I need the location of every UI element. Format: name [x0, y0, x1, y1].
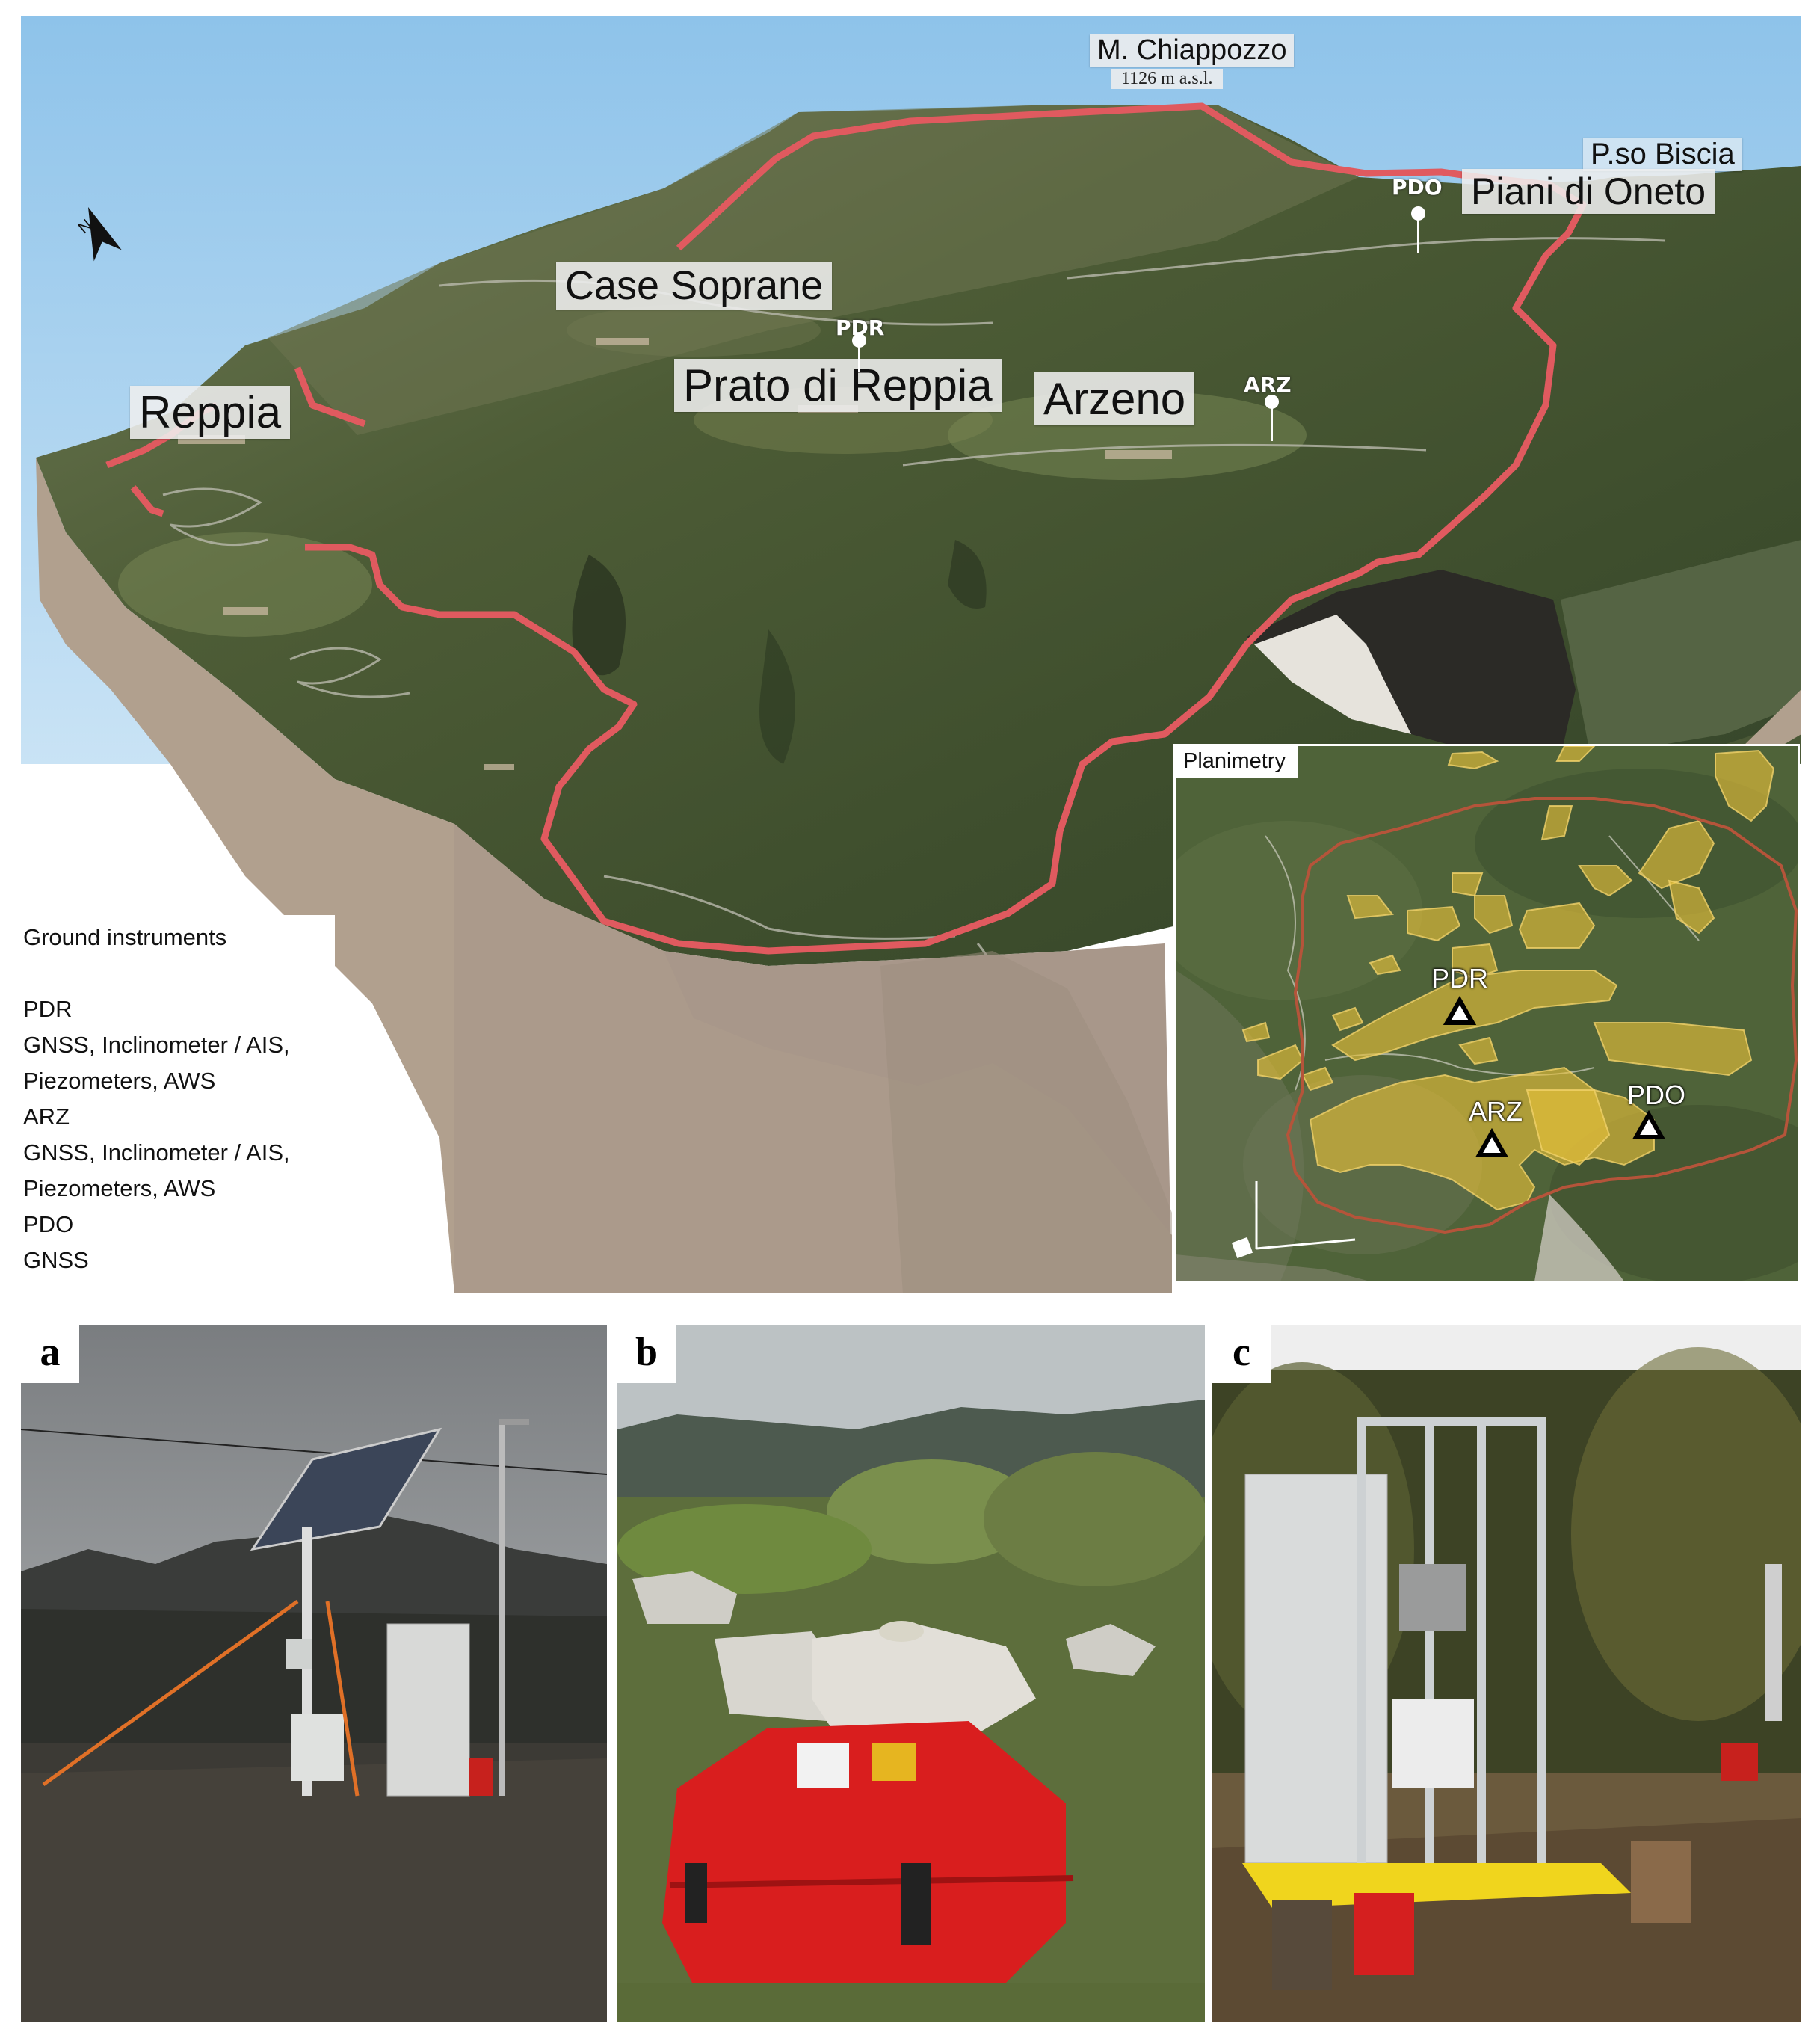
- photo-c-letter: c: [1212, 1325, 1271, 1383]
- photo-b-image: [617, 1325, 1205, 2022]
- photo-a-image: [21, 1325, 607, 2022]
- peak-elevation: 1126 m a.s.l.: [1111, 69, 1224, 89]
- place-prato-di-reppia: Prato di Reppia: [674, 359, 1002, 413]
- north-arrow-icon: [88, 207, 122, 262]
- photo-a-letter: a: [21, 1325, 79, 1383]
- legend-site-pdr: PDR: [23, 996, 73, 1022]
- compass-badge-icon: [1231, 1237, 1253, 1259]
- place-case-soprane: Case Soprane: [556, 262, 833, 310]
- planimetry-boundary: [1286, 797, 1798, 1234]
- station-label-pdr: PDR: [1431, 963, 1489, 994]
- station-pdo-icon: [1632, 1109, 1666, 1139]
- axes-icon: [1255, 1181, 1356, 1250]
- planimetry-map: [1176, 746, 1798, 1281]
- station-arz-icon: [1475, 1127, 1509, 1157]
- terrain-3d-view: N M. Chiappozzo 1126 m a.s.l. P.so Bisci…: [21, 16, 1801, 1293]
- marker-label-pdo: PDO: [1392, 175, 1443, 200]
- marker-pin-pdo-icon: [1411, 206, 1425, 253]
- place-piani-di-oneto: Piani di Oneto: [1462, 169, 1715, 214]
- landslide-areas: [1241, 746, 1775, 1211]
- legend-instruments-pdr-1: GNSS, Inclinometer / AIS,: [23, 1032, 290, 1058]
- legend-instruments-pdo-1: GNSS: [23, 1247, 89, 1273]
- station-label-pdo: PDO: [1627, 1080, 1686, 1110]
- legend-site-pdo: PDO: [23, 1211, 74, 1237]
- legend-title: Ground instruments: [23, 924, 227, 950]
- station-pdr-icon: [1443, 995, 1477, 1025]
- marker-pin-arz-icon: [1265, 395, 1279, 441]
- photo-c-station-pdo: c: [1212, 1325, 1801, 2022]
- ground-instruments-legend: Ground instruments PDR GNSS, Inclinomete…: [21, 915, 335, 1293]
- planimetry-title: Planimetry: [1176, 746, 1298, 778]
- cross-section-left: [36, 458, 462, 1293]
- quarry: [1247, 570, 1576, 757]
- legend-instruments-arz-1: GNSS, Inclinometer / AIS,: [23, 1139, 290, 1166]
- quarry-white: [1254, 615, 1411, 734]
- legend-instruments-pdr-2: Piezometers, AWS: [23, 1068, 216, 1094]
- photo-c-image: [1212, 1325, 1801, 2022]
- place-passo-biscia: P.so Biscia: [1583, 138, 1742, 171]
- photo-b-letter: b: [617, 1325, 676, 1383]
- marker-pin-pdr-icon: [852, 333, 866, 372]
- planimetry-inset: Planimetry PDR ARZ PDO: [1173, 744, 1800, 1284]
- legend-site-arz: ARZ: [23, 1103, 70, 1130]
- peak-label: M. Chiappozzo: [1090, 34, 1295, 67]
- place-arzeno: Arzeno: [1034, 372, 1195, 426]
- photo-b-station-arz: b: [617, 1325, 1205, 2022]
- place-reppia: Reppia: [130, 386, 291, 440]
- legend-instruments-arz-2: Piezometers, AWS: [23, 1175, 216, 1201]
- marker-label-arz: ARZ: [1244, 372, 1292, 397]
- photo-a-station-pdr: a: [21, 1325, 607, 2022]
- station-label-arz: ARZ: [1469, 1096, 1523, 1127]
